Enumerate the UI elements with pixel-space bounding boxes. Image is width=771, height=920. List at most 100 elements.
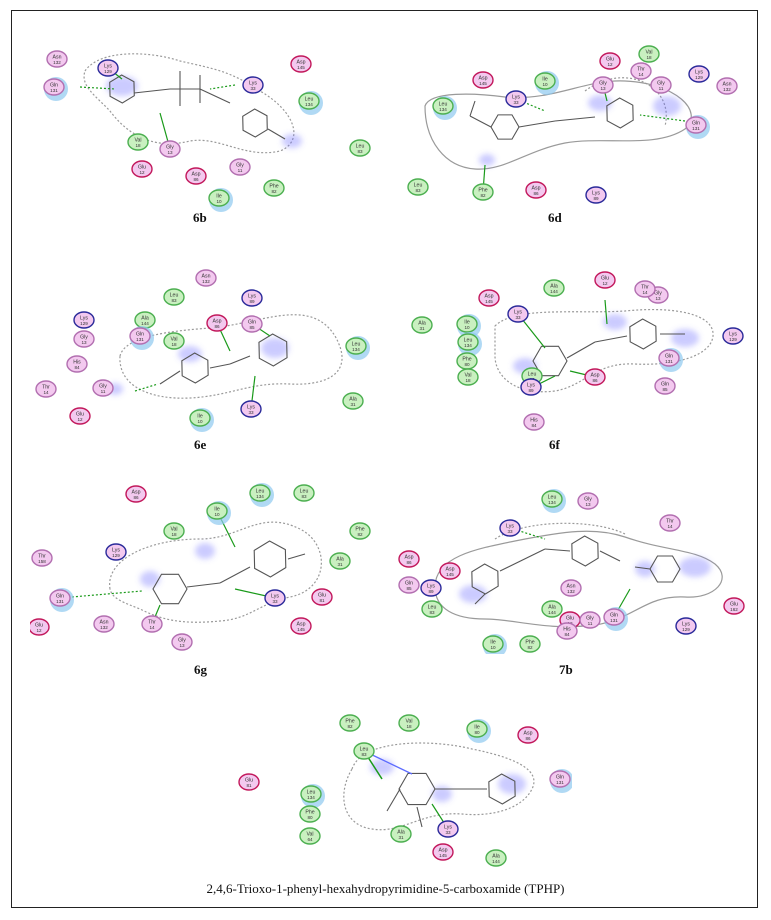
residue-number: 145 [446, 572, 454, 577]
residue-name: Lys [80, 316, 88, 322]
residue-number: 83 [171, 298, 177, 303]
residue-name: Gly [657, 81, 665, 87]
residue-number: 131 [136, 337, 144, 342]
residue-name: Asn [723, 82, 732, 88]
residue-name: Ile [216, 194, 222, 200]
panel-label-6d: 6d [548, 210, 562, 225]
residue-name: Thr [38, 554, 46, 560]
residue-name: Asp [446, 567, 455, 573]
residue-number: 132 [723, 87, 731, 92]
residue-number: 13 [600, 86, 606, 91]
residue-number: 18 [406, 724, 412, 729]
residue-name: Ala [492, 854, 500, 860]
residue-number: 86 [214, 324, 220, 329]
residue-name: Phe [345, 719, 354, 725]
residue-name: Thr [637, 67, 645, 73]
residue-number: 12 [602, 281, 608, 286]
residue-number: 18 [171, 532, 177, 537]
residue-number: 80 [474, 730, 480, 735]
residue-number: 64 [307, 837, 313, 842]
residue-name: Leu [360, 747, 369, 753]
residue-number: 11 [101, 389, 106, 394]
residue-name: Gln [665, 354, 673, 360]
residue-name: Asp [532, 186, 541, 192]
residue-number: 33 [272, 599, 278, 604]
ligand-6d [424, 77, 692, 193]
panel-label-6e: 6e [194, 437, 207, 452]
residue-name: Leu [170, 293, 179, 299]
residue-name: Asp [439, 848, 448, 854]
residue-name: Leu [414, 183, 423, 189]
residue-number: 89 [249, 299, 255, 304]
residue-number: 144 [492, 859, 500, 864]
residue-name: Lys [682, 622, 690, 628]
residue-number: 84 [531, 423, 537, 428]
residue-name: Glu [601, 276, 609, 282]
residue-name: Glu [318, 593, 326, 599]
residue-name: Gln [556, 775, 564, 781]
residue-number: 86 [533, 191, 539, 196]
residue-name: Lys [514, 310, 522, 316]
residue-name: Asn [53, 55, 62, 61]
residue-number: 10 [464, 325, 470, 330]
residues-6f: Glu12Ala144Asp145Gly13Thr14Ala31Ile10Lys… [411, 271, 744, 431]
residue-name: Asp [485, 294, 494, 300]
residue-number: 14 [149, 625, 155, 630]
residue-name: Gly [80, 335, 88, 341]
residue-number: 14 [667, 524, 673, 529]
residue-number: 12 [36, 628, 42, 633]
residue-number: 89 [428, 589, 434, 594]
residue-name: Ile [197, 414, 203, 420]
residue-number: 10 [216, 199, 222, 204]
residue-name: Gly [654, 291, 662, 297]
panel-label-6g: 6g [194, 662, 207, 677]
residue-name: Gln [405, 581, 413, 587]
residue-name: Glu [606, 57, 614, 63]
residue-number: 81 [319, 598, 325, 603]
residue-number: 81 [246, 783, 252, 788]
residue-name: Val [306, 832, 313, 838]
residue-number: 83 [357, 149, 363, 154]
residue-name: Ala [336, 557, 344, 563]
residue-name: Asn [567, 584, 576, 590]
residue-name: Lys [104, 64, 112, 70]
residue-name: Leu [439, 102, 448, 108]
residue-name: Phe [269, 184, 278, 190]
residue-number: 84 [564, 632, 570, 637]
interaction-diagram-6b: Asn132Lys129Gln131Lys33Asp145Leu134Val18… [43, 50, 371, 212]
residue-name: Glu [76, 412, 84, 418]
